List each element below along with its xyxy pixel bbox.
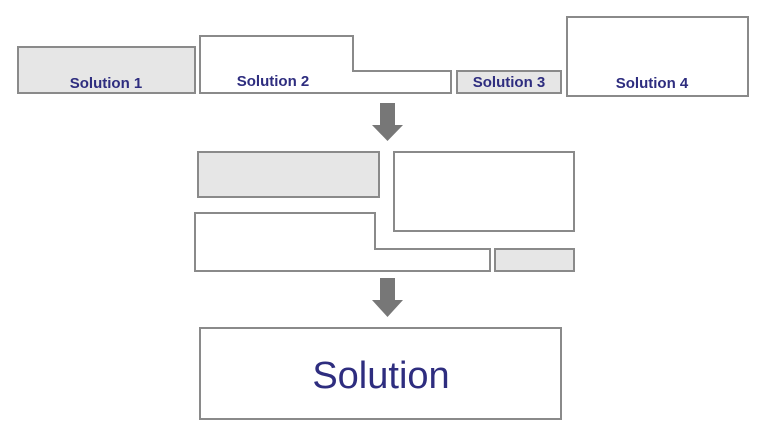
down-arrow-icon <box>372 278 403 317</box>
combined-piece-1 <box>197 151 380 198</box>
row-individual-solutions: Solution 1 Solution 2 Solution 3 Solutio… <box>17 16 749 97</box>
final-solution-label: Solution <box>312 355 449 397</box>
combined-piece-4 <box>393 151 575 232</box>
combined-piece-3 <box>494 248 575 272</box>
solution-3-label: Solution 3 <box>473 74 546 91</box>
solution-4-block <box>566 16 749 97</box>
final-solution: Solution <box>199 327 562 420</box>
final-solution-block <box>199 327 562 420</box>
solution-1-label: Solution 1 <box>70 75 143 92</box>
solution-1-block <box>17 46 196 94</box>
solution-3-block <box>456 70 562 94</box>
combined-piece-2 <box>194 212 491 272</box>
solution-2-label: Solution 2 <box>237 73 310 90</box>
solution-4-label: Solution 4 <box>616 75 689 92</box>
solution-2-block <box>199 35 452 94</box>
down-arrow-icon <box>372 103 403 141</box>
row-combined-pieces <box>194 151 575 272</box>
